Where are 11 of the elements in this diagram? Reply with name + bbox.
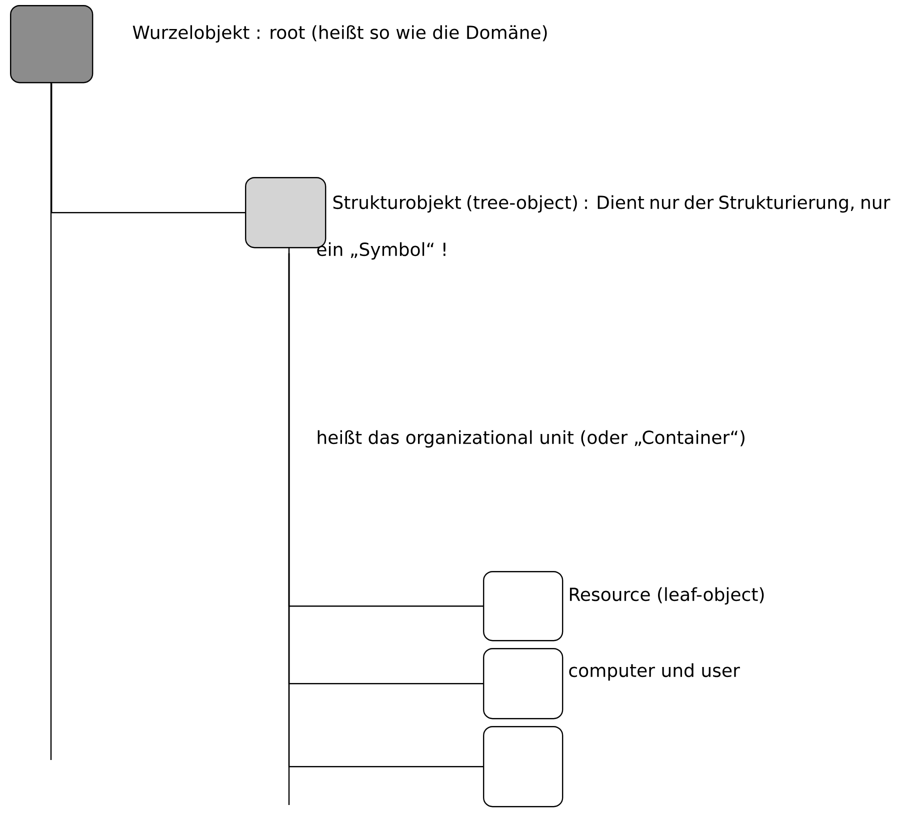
tree-object-box [483,726,564,808]
node-caption: Wurzelobjekt : root (heißt so wie die Domäne) [132,25,547,43]
tree-object-box [10,5,94,84]
tree-object-box [483,571,564,642]
connector-line [288,253,483,768]
connector-line [51,83,245,214]
node-caption: computer und user [569,663,740,681]
tree-object-box [483,648,564,720]
node-caption: Strukturobjekt (tree-object) : Dient nur der Strukturierung, nur ein „Symbol“ ! [317,195,890,260]
node-caption: Resource (leaf-object) [570,587,764,605]
note-text: heißt das organizational unit (oder „Container“) [318,430,744,448]
